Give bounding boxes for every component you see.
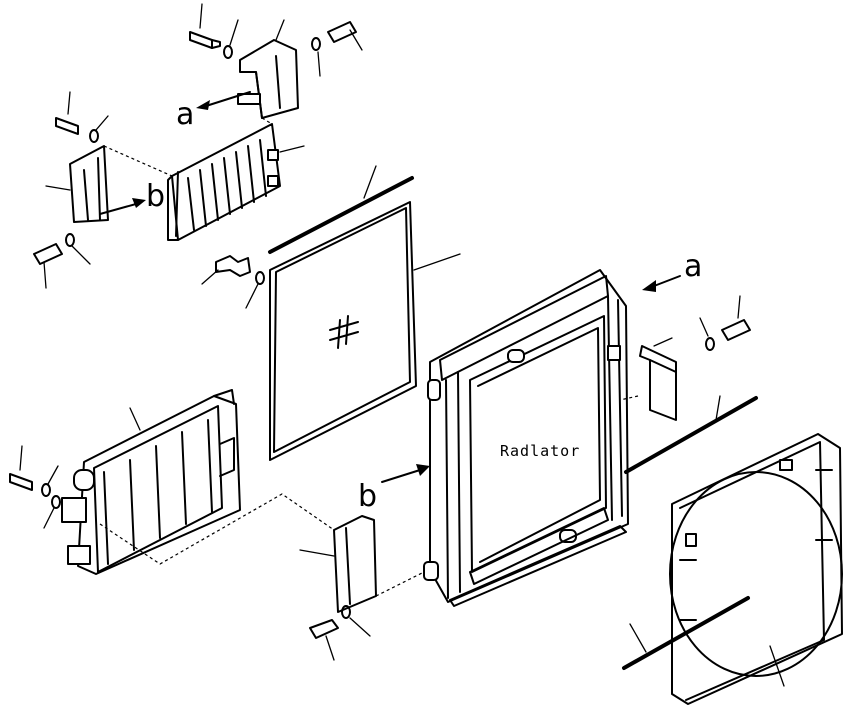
left-mid-washer (65, 233, 91, 265)
radiator-core (423, 269, 629, 607)
right-bolt (721, 295, 751, 341)
right-washer (699, 317, 715, 351)
top-washer-right (311, 37, 321, 77)
fan-shroud (669, 433, 843, 705)
lower-left-bolt (9, 445, 33, 491)
bottom-washer (341, 605, 371, 637)
bottom-bolt (309, 619, 339, 661)
guide-line-top-bracket (261, 117, 273, 125)
lower-left-washer-1 (41, 465, 59, 497)
ref-label-b-left: b (146, 179, 165, 214)
wing-washer (245, 271, 265, 309)
top-bracket (237, 19, 299, 119)
lower-left-washer-2 (43, 495, 61, 529)
right-bracket (619, 337, 677, 421)
guide-line-lower-cooler (99, 493, 335, 565)
ref-label-a-right: a (684, 249, 702, 284)
small-cooler (167, 123, 305, 241)
ref-label-b-lower: b (358, 479, 377, 514)
guide-line-left-bracket (103, 145, 173, 177)
arrow-b-lower (381, 464, 430, 483)
arrow-b-left (99, 198, 146, 215)
support-rod-upper (624, 395, 758, 474)
left-bracket (45, 145, 109, 223)
left-upper-bolt (55, 91, 79, 135)
gasket-strip (268, 165, 414, 254)
lower-cooler (61, 389, 241, 575)
top-bolt-right (327, 21, 363, 51)
top-washer-left (223, 19, 239, 59)
support-rod-lower (622, 596, 750, 670)
radiator-label: Radlator (500, 442, 580, 460)
guide-line-lower-plate (375, 571, 425, 597)
wing-bolt (201, 255, 251, 285)
arrow-a-top (196, 91, 251, 110)
left-upper-washer (89, 115, 109, 143)
mesh-symbol (329, 315, 359, 349)
seal-panel (269, 201, 461, 461)
left-mid-bolt (33, 243, 63, 289)
top-bolt-left (189, 3, 221, 49)
ref-label-a-top: a (176, 97, 194, 132)
lower-bracket-plate (299, 515, 377, 613)
arrow-a-right (642, 275, 681, 292)
